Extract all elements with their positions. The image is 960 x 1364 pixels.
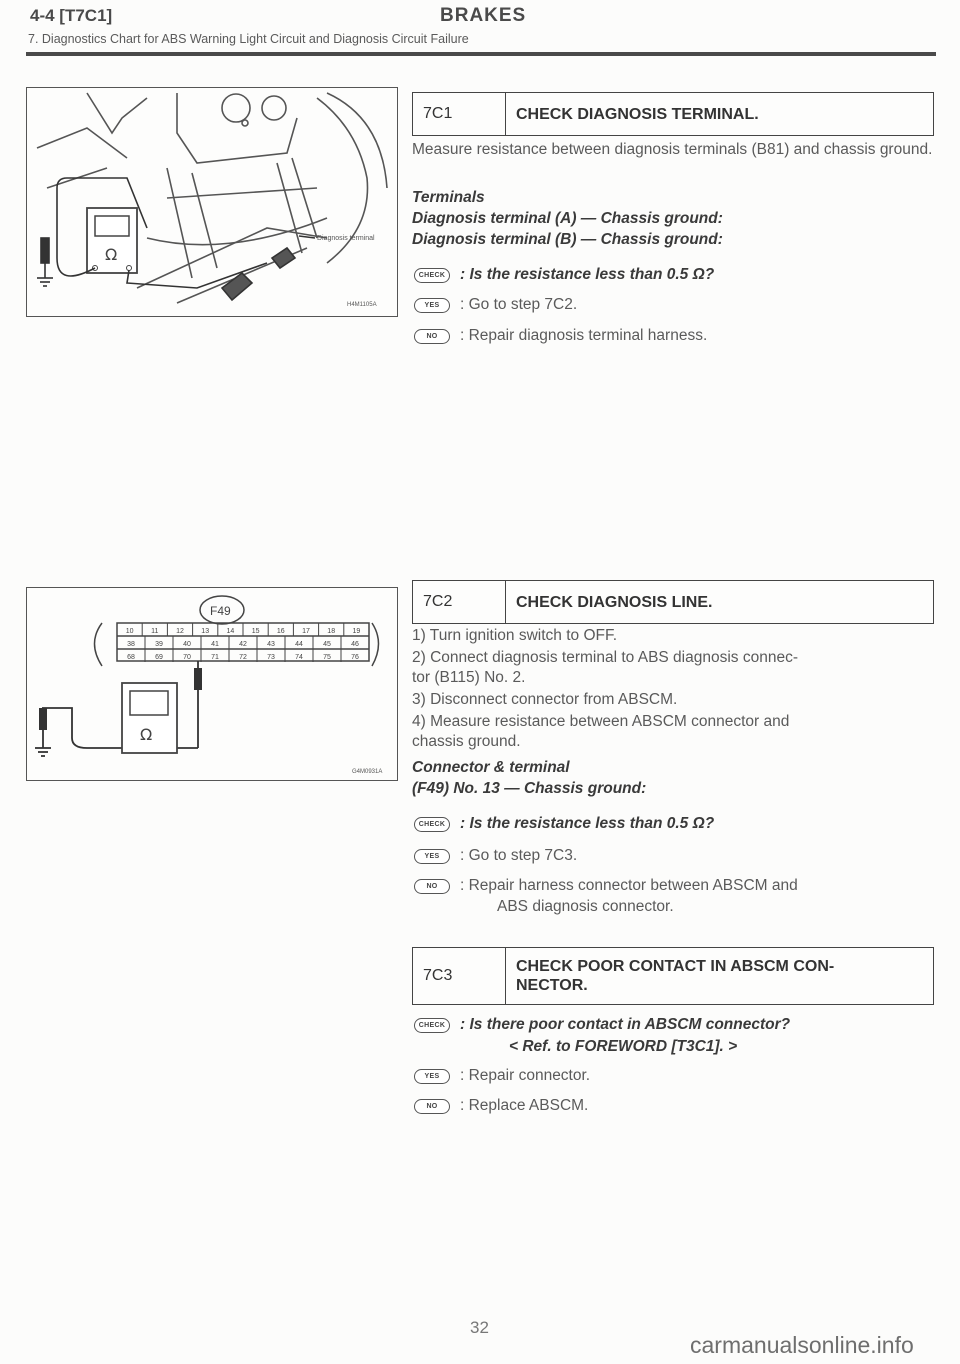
yes-action: : Go to step 7C2. <box>460 296 578 313</box>
no-action: : Repair diagnosis terminal harness. <box>460 327 708 344</box>
step-7c2-connector-heading: Connector & terminal <box>412 759 570 776</box>
step-7c1-header: 7C1 CHECK DIAGNOSIS TERMINAL. <box>412 92 934 136</box>
check-badge: CHECK <box>414 268 450 283</box>
pin-label: 70 <box>183 654 191 661</box>
check-badge: CHECK <box>414 1018 450 1033</box>
connector-id: F49 <box>210 604 231 618</box>
pin-label: 73 <box>267 654 275 661</box>
pin-label: 10 <box>126 628 134 635</box>
step-7c2-item-1: 1) Turn ignition switch to OFF. <box>412 627 618 644</box>
pin-label: 14 <box>227 628 235 635</box>
pin-label: 40 <box>183 641 191 648</box>
figure-code: H4M1105A <box>347 302 377 308</box>
step-7c2-item-4b: chassis ground. <box>412 733 521 750</box>
pin-label: 38 <box>127 641 135 648</box>
step-7c1-terminals-heading: Terminals <box>412 189 485 206</box>
pin-label: 46 <box>351 641 359 648</box>
check-badge: CHECK <box>414 817 450 832</box>
pin-label: 44 <box>295 641 303 648</box>
check-question: : Is the resistance less than 0.5 Ω? <box>460 266 715 283</box>
step-7c2-item-3: 3) Disconnect connector from ABSCM. <box>412 691 678 708</box>
step-7c2-item-2b: tor (B115) No. 2. <box>412 669 526 686</box>
no-action: : Repair harness connector between ABSCM… <box>460 877 798 894</box>
pin-label: 42 <box>239 641 247 648</box>
pin-label: 11 <box>151 628 158 635</box>
step-title: CHECK DIAGNOSIS LINE. <box>516 593 713 611</box>
step-7c1-terminal-b: Diagnosis terminal (B) — Chassis ground: <box>412 231 723 248</box>
figure-diagnosis-terminal: Ω Diagnosis terminal H4M1105A <box>26 87 398 317</box>
step-code: 7C3 <box>413 948 506 1004</box>
page-title: BRAKES <box>440 5 527 26</box>
step-7c2-no: NO : Repair harness connector between AB… <box>414 876 798 895</box>
pin-label: 68 <box>127 654 135 661</box>
step-7c3-reference: < Ref. to FOREWORD [T3C1]. > <box>509 1038 738 1055</box>
yes-badge: YES <box>414 849 450 864</box>
step-7c2-item-4: 4) Measure resistance between ABSCM conn… <box>412 713 790 730</box>
step-7c1-no: NO : Repair diagnosis terminal harness. <box>414 326 707 345</box>
pin-grid: 10 11 12 13 14 15 16 17 18 19 38 39 40 41 42 43 44 45 46 68… <box>126 623 361 662</box>
check-question: : Is the resistance less than 0.5 Ω? <box>460 815 715 832</box>
pin-label: 43 <box>267 641 275 648</box>
step-7c1-check: CHECK : Is the resistance less than 0.5 … <box>414 265 714 284</box>
pin-label: 71 <box>211 654 219 661</box>
no-badge: NO <box>414 329 450 344</box>
no-badge: NO <box>414 879 450 894</box>
pin-label: 12 <box>176 628 184 635</box>
yes-badge: YES <box>414 298 450 313</box>
pin-label: 74 <box>295 654 303 661</box>
check-question: : Is there poor contact in ABSCM connect… <box>460 1016 791 1033</box>
pin-label: 76 <box>351 654 359 661</box>
figure-connector-f49: F49 10 11 12 13 14 15 16 17 18 19 38 39 40 41 42 43 44 45… <box>26 587 398 781</box>
step-7c1-terminal-a: Diagnosis terminal (A) — Chassis ground: <box>412 210 723 227</box>
page-number: 32 <box>470 1318 489 1337</box>
yes-action: : Repair connector. <box>460 1067 591 1084</box>
step-code: 7C1 <box>413 93 506 135</box>
step-7c3-no: NO : Replace ABSCM. <box>414 1096 588 1115</box>
diagnosis-terminal-illustration: Ω Diagnosis terminal H4M1105A <box>36 92 388 308</box>
pin-label: 45 <box>323 641 331 648</box>
step-7c2-yes: YES : Go to step 7C3. <box>414 846 577 865</box>
step-title-line-2: NECTOR. <box>516 977 588 994</box>
pin-label: 15 <box>252 628 260 635</box>
step-7c2-item-2: 2) Connect diagnosis terminal to ABS dia… <box>412 649 798 666</box>
pin-label: 19 <box>353 628 361 635</box>
section-number: 4-4 [T7C1] <box>30 6 113 25</box>
step-7c2-check: CHECK : Is the resistance less than 0.5 … <box>414 814 714 833</box>
no-badge: NO <box>414 1099 450 1114</box>
step-7c3-header: 7C3 CHECK POOR CONTACT IN ABSCM CON- NEC… <box>412 947 934 1005</box>
figure-code-2: G4M0931A <box>352 769 382 775</box>
pin-label: 13 <box>201 628 209 635</box>
pin-label: 16 <box>277 628 285 635</box>
step-7c3-yes: YES : Repair connector. <box>414 1066 590 1085</box>
pin-label: 75 <box>323 654 331 661</box>
pin-label: 69 <box>155 654 163 661</box>
pin-label: 72 <box>239 654 247 661</box>
yes-action: : Go to step 7C3. <box>460 847 578 864</box>
figure-callout: Diagnosis terminal <box>317 235 375 242</box>
watermark: carmanualsonline.info <box>690 1332 914 1358</box>
pin-label: 17 <box>302 628 310 635</box>
pin-label: 39 <box>155 641 163 648</box>
step-7c1-yes: YES : Go to step 7C2. <box>414 295 577 314</box>
header-rule <box>26 52 936 56</box>
step-code: 7C2 <box>413 581 506 623</box>
page-subtitle: 7. Diagnostics Chart for ABS Warning Lig… <box>28 32 469 46</box>
step-7c2-no-cont: ABS diagnosis connector. <box>497 898 674 915</box>
step-7c2-header: 7C2 CHECK DIAGNOSIS LINE. <box>412 580 934 624</box>
pin-label: 18 <box>327 628 335 635</box>
yes-badge: YES <box>414 1069 450 1084</box>
step-title: CHECK POOR CONTACT IN ABSCM CON- NECTOR. <box>506 948 844 1004</box>
step-title: CHECK DIAGNOSIS TERMINAL. <box>516 105 759 123</box>
ohm-symbol-2: Ω <box>140 725 152 744</box>
step-7c2-connector-line: (F49) No. 13 — Chassis ground: <box>412 780 647 797</box>
pin-label: 41 <box>211 641 219 648</box>
ohm-symbol-1: Ω <box>105 245 117 264</box>
step-title-line-1: CHECK POOR CONTACT IN ABSCM CON- <box>516 958 835 975</box>
step-7c1-body: Measure resistance between diagnosis ter… <box>412 141 933 158</box>
connector-f49-illustration: F49 10 11 12 13 14 15 16 17 18 19 38 39 40 41 42 43 44 45… <box>35 595 382 775</box>
no-action: : Replace ABSCM. <box>460 1097 589 1114</box>
step-7c3-check: CHECK : Is there poor contact in ABSCM c… <box>414 1015 790 1034</box>
